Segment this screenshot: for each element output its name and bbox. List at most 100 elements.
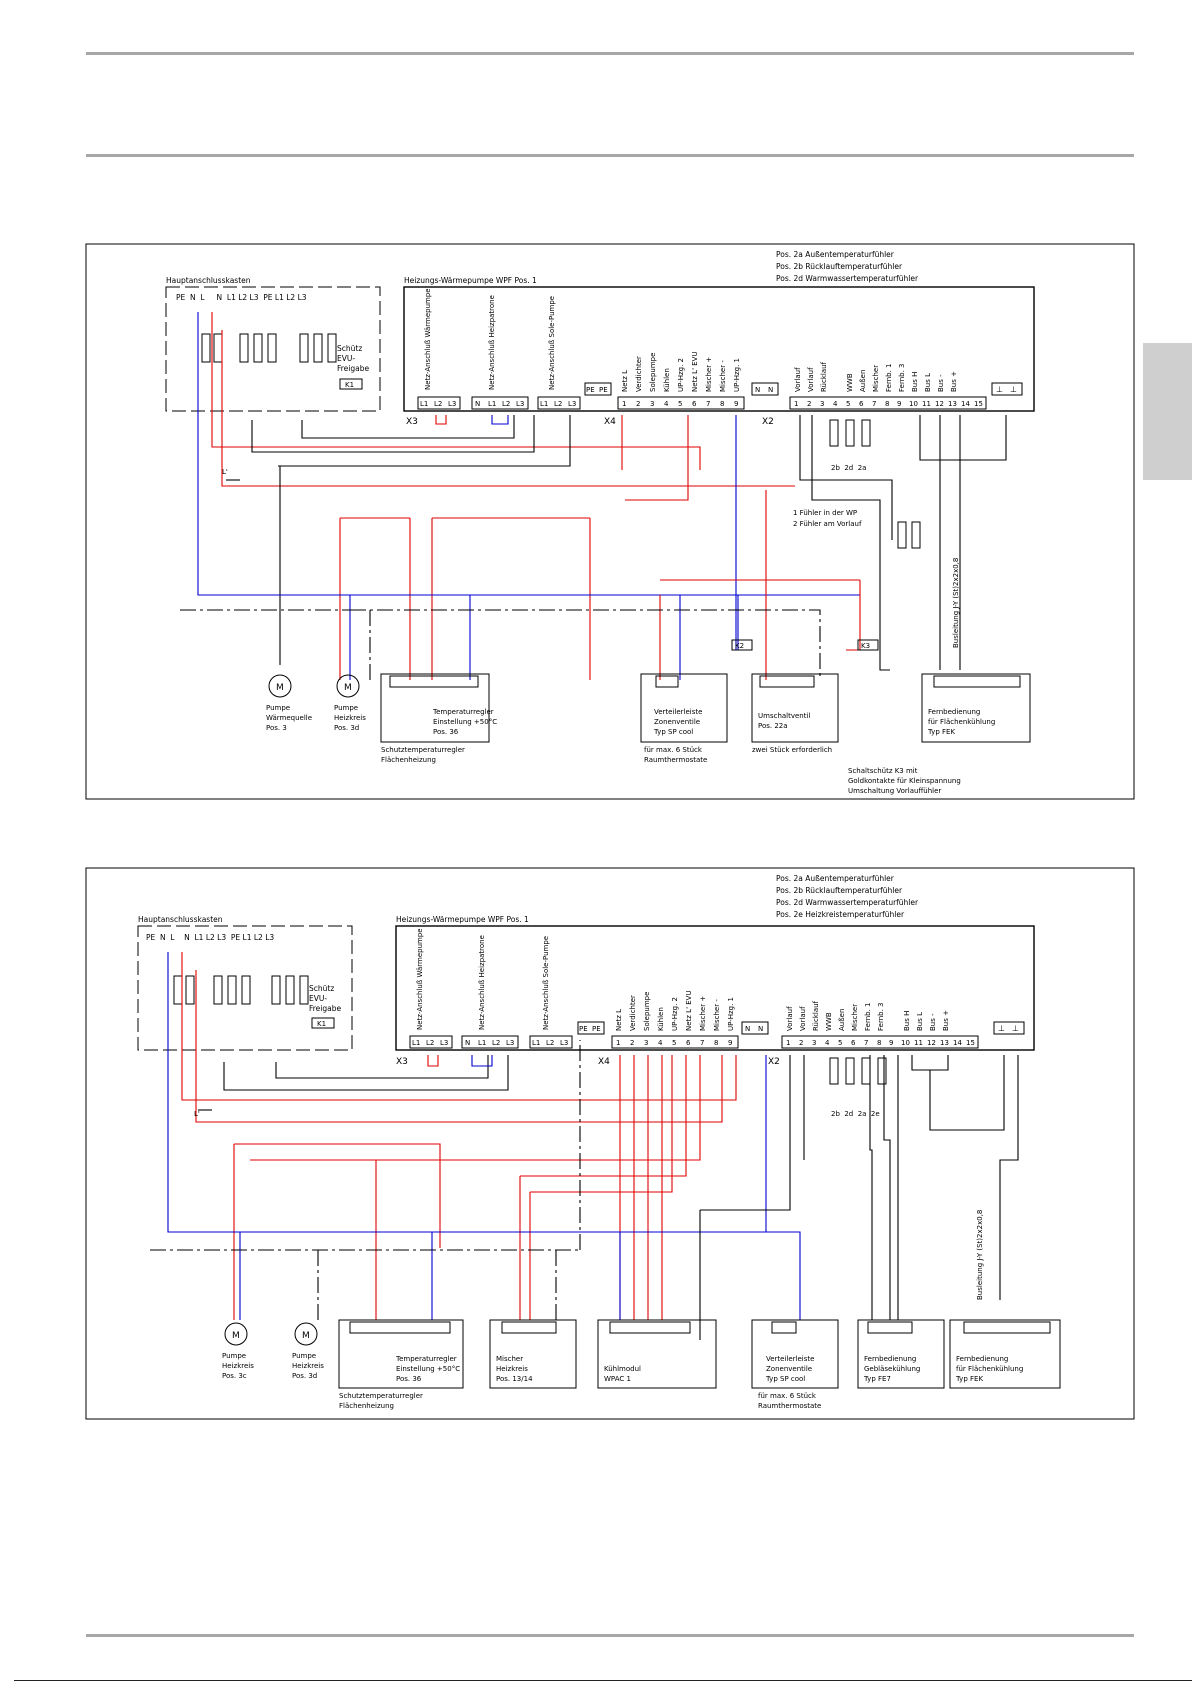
nn-terminals-1 [751,382,779,396]
sensor-1 [897,521,907,549]
sensor-2 [911,521,921,549]
svg-text:9: 9 [734,400,738,408]
svg-text:Mischer -: Mischer - [719,360,727,392]
bus-label-1: Busleitung J-Y (St)2x2x0,8 [952,558,960,648]
svg-text:12: 12 [935,400,944,408]
svg-text:Fernb. 3: Fernb. 3 [898,364,906,393]
svg-text:X4: X4 [598,1057,610,1067]
svg-text:Pumpe: Pumpe [266,704,290,712]
svg-text:Außen: Außen [838,1009,846,1031]
svg-text:Einstellung +50°C: Einstellung +50°C [433,718,497,726]
svg-text:Verdichter: Verdichter [629,995,637,1031]
svg-text:Mischer +: Mischer + [705,357,713,392]
svg-text:X2: X2 [768,1057,780,1067]
svg-text:12: 12 [927,1039,936,1047]
svg-text:Schutztemperaturregler: Schutztemperaturregler [381,746,465,754]
bottom-rule [86,1634,1134,1637]
svg-text:2: 2 [807,400,811,408]
svg-text:Pos. 22a: Pos. 22a [758,722,788,730]
svg-text:L3: L3 [506,1039,514,1047]
svg-text:1: 1 [786,1039,790,1047]
svg-text:Bus H: Bus H [903,1011,911,1031]
box-vert-1 [640,673,728,743]
svg-text:Netz-Anschluß Sole-Pumpe: Netz-Anschluß Sole-Pumpe [548,296,556,390]
svg-text:6: 6 [851,1039,856,1047]
svg-text:8: 8 [720,400,724,408]
svg-text:L1: L1 [532,1039,540,1047]
svg-text:Mischer -: Mischer - [713,999,721,1031]
svg-text:8: 8 [714,1039,718,1047]
svg-text:X3: X3 [396,1057,408,1067]
top-rule-1 [86,52,1134,55]
k2-label: K2 [735,642,744,650]
sensor-resistors-1 [829,419,871,447]
svg-text:N: N [475,400,480,408]
svg-text:9: 9 [728,1039,732,1047]
svg-text:3: 3 [820,400,824,408]
svg-text:Typ SP cool: Typ SP cool [765,1375,805,1383]
svg-text:Netz-Anschluß Sole-Pumpe: Netz-Anschluß Sole-Pumpe [542,936,550,1030]
svg-text:PE: PE [579,1025,588,1033]
svg-text:Einstellung +50°C: Einstellung +50°C [396,1365,460,1373]
svg-text:3: 3 [812,1039,816,1047]
svg-text:Pumpe: Pumpe [334,704,358,712]
svg-text:Pos. 3d: Pos. 3d [334,724,359,732]
svg-text:L1: L1 [412,1039,420,1047]
motor-pumpe-hk [336,674,360,698]
wires-2 [150,952,1019,1340]
k1-label-1: K1 [345,381,354,389]
svg-text:Pos. 2e Heizkreistemperaturfüh: Pos. 2e Heizkreistemperaturfühler [776,910,905,919]
svg-text:Umschaltventil: Umschaltventil [758,712,810,720]
svg-text:Mischer: Mischer [851,1004,859,1031]
svg-text:⊥: ⊥ [996,385,1003,394]
svg-text:Netz-Anschluß Wärmepumpe: Netz-Anschluß Wärmepumpe [416,928,424,1030]
svg-text:UP-Hzg. 2: UP-Hzg. 2 [677,358,685,392]
svg-text:Vorlauf: Vorlauf [799,1006,807,1031]
svg-text:4: 4 [833,400,838,408]
svg-text:Kühlen: Kühlen [657,1007,665,1031]
svg-text:Pos. 2b Rücklauftemperaturfühl: Pos. 2b Rücklauftemperaturfühler [776,886,903,895]
svg-text:L3: L3 [440,1039,448,1047]
svg-text:M: M [232,1331,240,1341]
svg-text:4: 4 [825,1039,830,1047]
svg-text:Freigabe: Freigabe [309,1004,342,1013]
svg-text:Bus -: Bus - [937,374,945,392]
svg-text:Netz-Anschluß Heizpatrone: Netz-Anschluß Heizpatrone [488,295,496,390]
x4-top-labels-1: Netz L Verdichter Solepumpe Kühlen UP-Hz… [621,351,741,392]
svg-text:Pos. 3c: Pos. 3c [222,1372,247,1380]
svg-text:7: 7 [864,1039,868,1047]
svg-text:Schutztemperaturregler: Schutztemperaturregler [339,1392,423,1400]
svg-text:L2: L2 [546,1039,554,1047]
k1-coil-1 [339,378,363,390]
svg-text:Pos. 36: Pos. 36 [396,1375,422,1383]
svg-text:Fernb. 1: Fernb. 1 [864,1003,872,1032]
svg-text:L1: L1 [540,400,548,408]
svg-text:Pumpe: Pumpe [292,1352,316,1360]
svg-text:Pos. 2d Warmwassertemperaturfü: Pos. 2d Warmwassertemperaturfühler [776,898,919,907]
svg-text:2: 2 [630,1039,634,1047]
svg-text:WWB: WWB [825,1012,833,1031]
svg-text:Pos. 36: Pos. 36 [433,728,459,736]
svg-text:Außen: Außen [859,370,867,392]
svg-text:Typ FE7: Typ FE7 [863,1375,891,1383]
svg-text:Vorlauf: Vorlauf [794,367,802,392]
k3-coil [857,639,879,651]
svg-text:L3: L3 [516,400,524,408]
top-rule-2 [86,154,1134,157]
svg-text:10: 10 [901,1039,910,1047]
svg-text:Raumthermostate: Raumthermostate [758,1402,821,1410]
svg-text:Netz L: Netz L [621,370,629,392]
k2-coil [731,639,753,651]
svg-text:Mischer: Mischer [872,365,880,392]
svg-text:Bus +: Bus + [950,371,958,392]
svg-text:WPAC 1: WPAC 1 [604,1375,631,1383]
box-fern-1 [921,673,1031,743]
svg-text:Schütz: Schütz [309,984,334,993]
hak-fuses-1 [201,333,337,363]
x4-terminals-1 [617,396,745,410]
svg-text:Heizkreis: Heizkreis [292,1362,324,1370]
svg-text:Busleitung J-Y (St)2x2x0,8: Busleitung J-Y (St)2x2x0,8 [976,1210,984,1300]
